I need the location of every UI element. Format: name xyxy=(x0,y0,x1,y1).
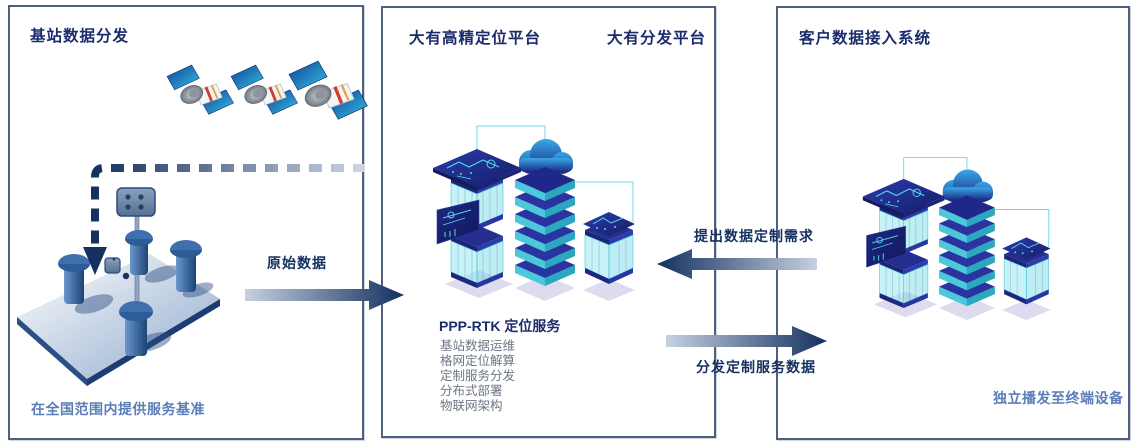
service-item: 基站数据运维 xyxy=(440,339,516,353)
service-item: 物联网架构 xyxy=(440,399,503,413)
bollard-icons xyxy=(58,230,202,356)
panel-customer-access-system: 客户数据接入系统 独立播发至终端设备 xyxy=(776,6,1130,440)
base-station-platform-icon xyxy=(17,187,220,386)
panel-left-title: 基站数据分发 xyxy=(30,28,130,45)
request-arrow-left-icon xyxy=(657,249,817,279)
panel-positioning-platform: 大有高精定位平台 大有分发平台 PPP-RTK 定位服务 基站数据运维 格网定位… xyxy=(381,6,716,438)
service-title: PPP-RTK 定位服务 xyxy=(439,318,561,334)
service-list: 基站数据运维 格网定位解算 定制服务分发 分布式部署 物联网架构 xyxy=(440,339,515,414)
service-item: 格网定位解算 xyxy=(440,354,516,368)
gnss-satellites-icon xyxy=(165,59,370,121)
dashed-downlink-arrow-icon xyxy=(83,164,364,275)
raw-data-arrow-label: 原始数据 xyxy=(267,255,327,271)
panel-middle-title-left: 大有高精定位平台 xyxy=(409,30,542,47)
panel-right-title: 客户数据接入系统 xyxy=(799,30,932,47)
server-cluster-icon xyxy=(862,156,1052,321)
panel-right-caption: 独立播发至终端设备 xyxy=(993,390,1124,406)
raw-data-arrow-icon xyxy=(245,280,404,310)
panel-middle-title-right: 大有分发平台 xyxy=(607,30,707,47)
service-item: 定制服务分发 xyxy=(440,369,516,383)
panel-base-station-distribution: 基站数据分发 xyxy=(8,5,370,440)
service-item: 分布式部署 xyxy=(440,384,503,398)
distribute-arrow-label: 分发定制服务数据 xyxy=(696,359,816,375)
panel-left-caption: 在全国范围内提供服务基准 xyxy=(31,401,205,417)
server-cluster-icon xyxy=(432,125,636,302)
distribute-arrow-right-icon xyxy=(666,326,827,356)
request-arrow-label: 提出数据定制需求 xyxy=(694,228,814,244)
